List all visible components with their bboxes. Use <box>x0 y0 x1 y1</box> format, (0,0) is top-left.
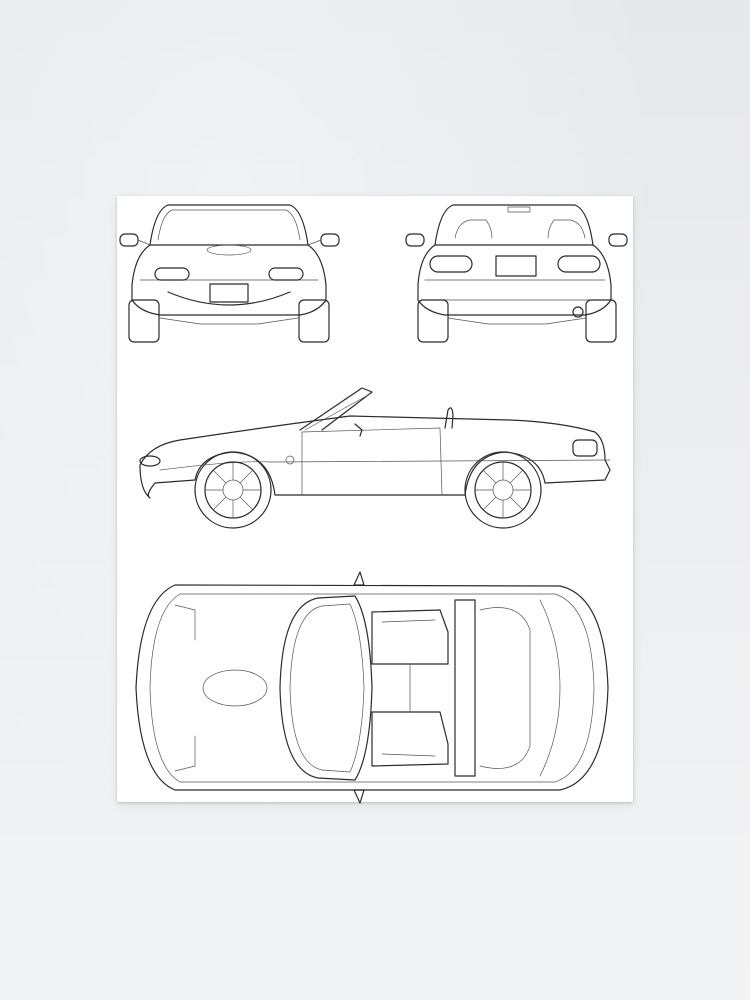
poster <box>117 196 633 802</box>
front-view <box>119 204 340 343</box>
side-view <box>139 387 611 529</box>
top-view <box>135 571 609 804</box>
rear-view <box>405 204 628 343</box>
